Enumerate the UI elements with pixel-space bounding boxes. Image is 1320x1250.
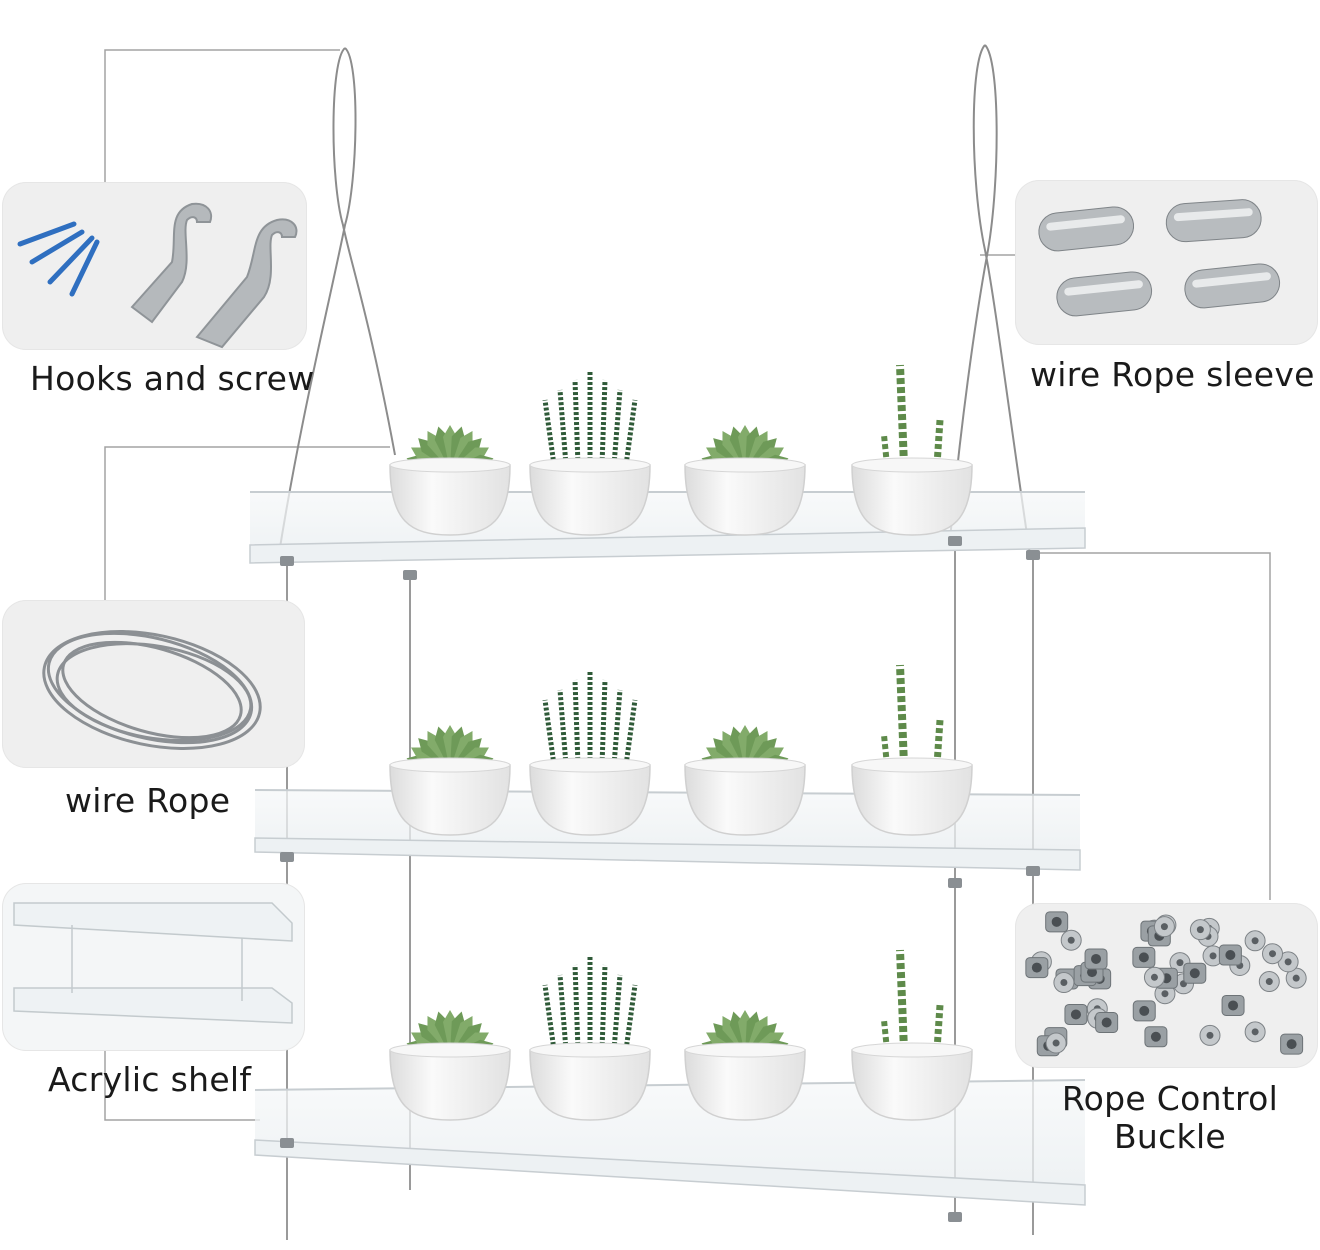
sleeve-label: wire Rope sleeve <box>1030 355 1315 394</box>
succulent-icon <box>389 725 511 836</box>
leader-hooks <box>104 49 340 185</box>
hook-icon <box>130 202 298 349</box>
leader-buckle <box>1035 552 1271 900</box>
shelf-icon <box>13 902 293 1024</box>
succulent-icon <box>389 425 511 536</box>
rosemary-icon <box>529 670 651 836</box>
buckle-card <box>1015 903 1318 1068</box>
rope-label: wire Rope <box>65 781 231 820</box>
succulent-icon <box>684 1010 806 1121</box>
cactus-icon <box>851 364 973 536</box>
rope-card <box>2 600 305 768</box>
coil-icon <box>42 630 262 750</box>
potted-plants <box>389 364 973 1121</box>
shelf-label: Acrylic shelf <box>48 1060 252 1099</box>
sleeve-icon <box>1038 199 1281 317</box>
sleeve-card <box>1015 180 1318 345</box>
buckle-icon <box>1025 911 1307 1057</box>
leader-shelf <box>104 1050 260 1121</box>
buckle-label: Rope Control Buckle <box>1040 1080 1300 1156</box>
right-wire-loop <box>972 44 1031 556</box>
top-wires <box>277 44 1031 561</box>
succulent-icon <box>684 725 806 836</box>
hooks-label: Hooks and screw <box>30 359 315 398</box>
left-wire-loop <box>332 47 396 456</box>
shelf-card <box>2 883 305 1051</box>
cactus-icon <box>851 949 973 1121</box>
leader-rope <box>104 446 390 600</box>
buckle-label-line1: Rope Control <box>1061 1079 1279 1118</box>
rosemary-icon <box>529 955 651 1121</box>
wire-buckles <box>280 536 1040 1222</box>
hooks-card <box>2 182 307 350</box>
leader-lines <box>104 49 1271 1121</box>
cactus-icon <box>851 664 973 836</box>
screw-icon <box>17 221 100 297</box>
succulent-icon <box>684 425 806 536</box>
succulent-icon <box>389 1010 511 1121</box>
buckle-label-line2: Buckle <box>1113 1116 1227 1156</box>
rosemary-icon <box>529 370 651 536</box>
